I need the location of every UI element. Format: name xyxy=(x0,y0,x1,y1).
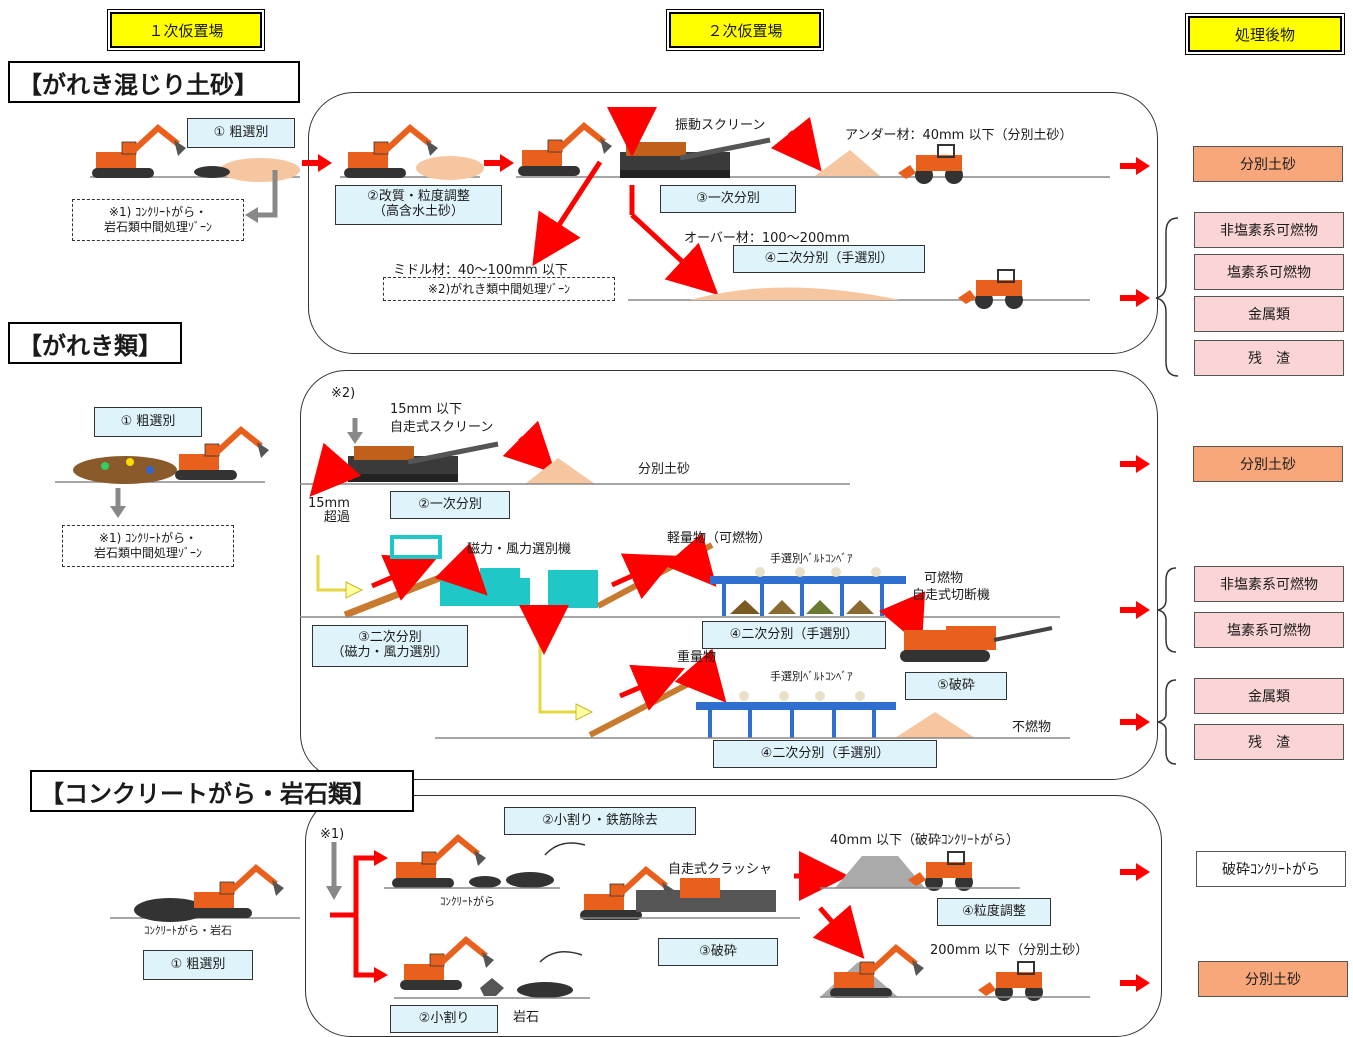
label-rock: 岩石 xyxy=(513,1010,540,1025)
label-concrete-rubble: ｺﾝｸﾘｰﾄがら xyxy=(440,895,495,908)
step-secondary-hand-sort: ④二次分別（手選別） xyxy=(733,245,925,273)
label-magnetic-wind-separator: 磁力・風力選別機 xyxy=(467,542,572,557)
label-heavy-material: 重量物 xyxy=(677,650,717,665)
step-hand-sort-heavy: ④二次分別（手選別） xyxy=(713,740,937,768)
section-title-mixed-soil: 【がれき混じり土砂】 xyxy=(8,61,300,103)
step-debris-primary-sort: ②一次分別 xyxy=(390,491,510,519)
label-separated-soil: 分別土砂 xyxy=(638,462,691,477)
label-ref-2: ※2) xyxy=(331,386,356,401)
label-15mm-under: 15mm 以下 xyxy=(390,402,463,417)
step-concrete-crush: ③破砕 xyxy=(658,938,778,966)
label-over-material: オーバー材：100～200mm xyxy=(684,231,850,246)
label-middle-material: ミドル材：40～100mm 以下 xyxy=(393,263,568,278)
label-concrete-rock-pile: ｺﾝｸﾘｰﾄがら・岩石 xyxy=(144,924,232,937)
product-non-chlorine-combustible-1: 非塩素系可燃物 xyxy=(1194,212,1344,248)
note-debris-zone: ※2)がれき類中間処理ｿﾞｰﾝ xyxy=(383,277,615,301)
product-chlorine-combustible-2: 塩素系可燃物 xyxy=(1194,612,1344,648)
step-rough-sort: ① 粗選別 xyxy=(187,118,295,148)
step-magnetic-wind-sort: ③二次分別 （磁力・風力選別） xyxy=(312,625,468,667)
step-size-adjust: ④粒度調整 xyxy=(937,898,1051,926)
header-processed: 処理後物 xyxy=(1185,13,1345,55)
note-concrete-zone: ※1) ｺﾝｸﾘｰﾄがら・ 岩石類中間処理ｿﾞｰﾝ xyxy=(72,199,244,241)
header-secondary-site: ２次仮置場 xyxy=(666,9,824,51)
label-crusher: 自走式クラッシャ xyxy=(668,862,773,877)
label-ref-1: ※1) xyxy=(320,827,345,842)
label-self-propelled-screen: 自走式スクリーン xyxy=(390,420,494,435)
step-primary-sort: ③一次分別 xyxy=(660,185,796,213)
product-residue-1: 残 渣 xyxy=(1194,340,1344,376)
label-15mm-over: 15mm 超過 xyxy=(308,496,350,526)
product-crushed-concrete: 破砕ｺﾝｸﾘｰﾄがら xyxy=(1196,851,1346,887)
step-split: ②小割り xyxy=(390,1005,498,1033)
product-metals-1: 金属類 xyxy=(1194,296,1344,332)
step-conditioning: ②改質・粒度調整 （高含水土砂） xyxy=(335,185,502,225)
label-belt-conveyor-1: 手選別ﾍﾞﾙﾄｺﾝﾍﾞｱ xyxy=(770,552,853,565)
step-crush: ⑤破砕 xyxy=(905,672,1007,700)
step-split-rebar-removal: ②小割り・鉄筋除去 xyxy=(504,807,696,835)
note-debris-concrete-zone: ※1) ｺﾝｸﾘｰﾄがら・ 岩石類中間処理ｿﾞｰﾝ xyxy=(62,525,234,567)
product-chlorine-combustible-1: 塩素系可燃物 xyxy=(1194,254,1344,290)
label-noncombustible: 不燃物 xyxy=(1012,720,1052,735)
label-out-200mm: 200mm 以下（分別土砂） xyxy=(930,943,1089,958)
step-hand-sort-light: ④二次分別（手選別） xyxy=(702,621,886,649)
step-concrete-rough-sort: ① 粗選別 xyxy=(143,950,253,980)
product-metals-2: 金属類 xyxy=(1194,678,1344,714)
label-combustible: 可燃物 xyxy=(924,571,964,586)
product-separated-soil-2: 分別土砂 xyxy=(1193,446,1343,482)
label-out-40mm: 40mm 以下（破砕ｺﾝｸﾘｰﾄがら） xyxy=(830,833,1020,848)
header-primary-site: １次仮置場 xyxy=(107,9,265,51)
product-non-chlorine-combustible-2: 非塩素系可燃物 xyxy=(1194,566,1344,602)
section-title-concrete: 【コンクリートがら・岩石類】 xyxy=(30,770,414,812)
label-cutter: 自走式切断機 xyxy=(912,588,991,603)
product-separated-soil-1: 分別土砂 xyxy=(1193,146,1343,182)
label-light-material: 軽量物（可燃物） xyxy=(667,531,772,546)
section-title-debris: 【がれき類】 xyxy=(8,322,182,364)
label-under-material: アンダー材：40mm 以下（分別土砂） xyxy=(845,128,1073,143)
step-debris-rough-sort: ① 粗選別 xyxy=(94,407,202,437)
product-residue-2: 残 渣 xyxy=(1194,724,1344,760)
label-belt-conveyor-2: 手選別ﾍﾞﾙﾄｺﾝﾍﾞｱ xyxy=(770,670,853,683)
product-separated-soil-3: 分別土砂 xyxy=(1198,961,1348,997)
label-vibrating-screen: 振動スクリーン xyxy=(675,118,766,133)
